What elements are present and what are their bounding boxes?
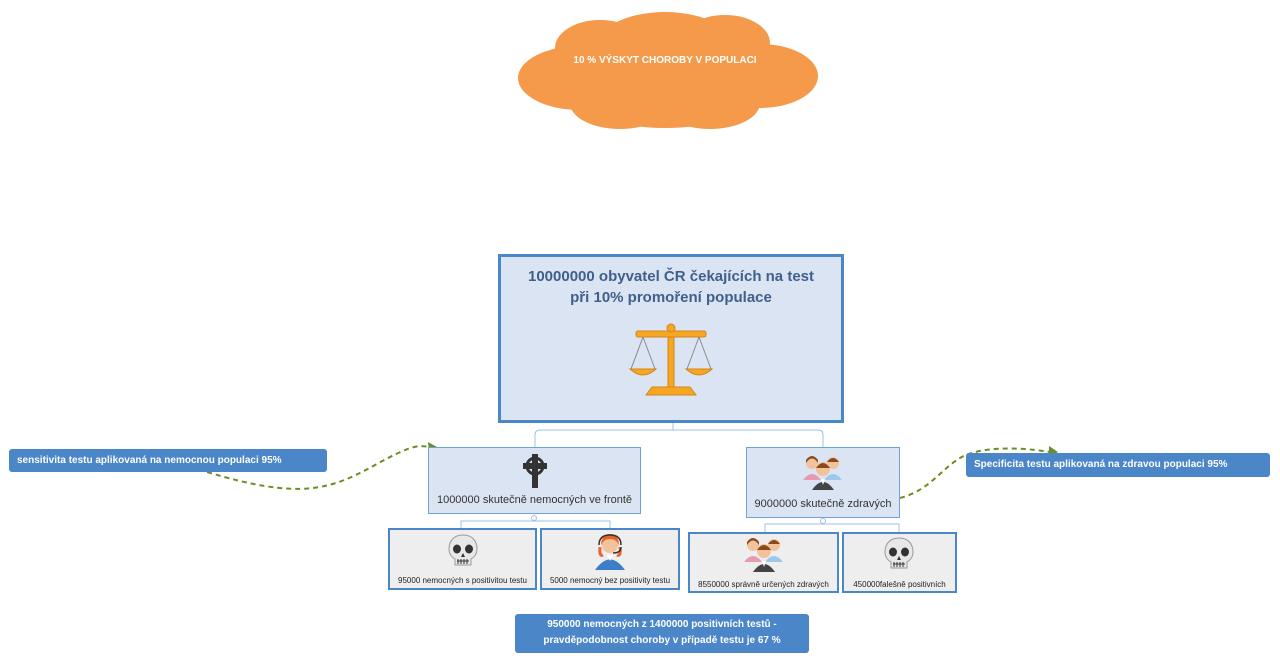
cross-icon (523, 454, 547, 488)
specificity-note[interactable]: Specificita testu aplikovaná na zdravou … (966, 453, 1270, 477)
scales-icon (628, 323, 714, 396)
root-title: 10000000 obyvatel ČR čekajících na test … (498, 266, 844, 308)
skull-icon (448, 534, 478, 566)
leaf-label-sick-positive: 95000 nemocných s positivitou testu (398, 576, 527, 585)
root-title-line1: 10000000 obyvatel ČR čekajících na test (528, 268, 814, 285)
result-note-line2: pravděpodobnost choroby v případě testu … (543, 635, 781, 646)
result-note[interactable]: 950000 nemocných z 1400000 positivních t… (515, 614, 809, 653)
sensitivity-note[interactable]: sensitivita testu aplikovaná na nemocnou… (9, 449, 327, 472)
people-group-icon (803, 456, 842, 490)
healthy-node-label: 9000000 skutečně zdravých (754, 498, 892, 510)
cloud-shape (518, 12, 818, 129)
skull-icon (884, 537, 914, 569)
sick-node-label: 1000000 skutečně nemocných ve frontě (436, 494, 633, 506)
leaf-label-healthy-negative: 8550000 správně určených zdravých (698, 580, 829, 589)
operator-icon (595, 534, 625, 570)
result-note-line1: 950000 nemocných z 1400000 positivních t… (547, 619, 777, 630)
people-group-icon (744, 538, 783, 572)
cloud-label: 10 % VÝSKYT CHOROBY V POPULACI (573, 55, 757, 66)
root-title-line2: při 10% promoření populace (570, 289, 772, 306)
leaf-label-false-positive: 450000falešně positivních (853, 580, 946, 589)
leaf-label-sick-negative: 5000 nemocný bez positivity testu (549, 576, 671, 585)
